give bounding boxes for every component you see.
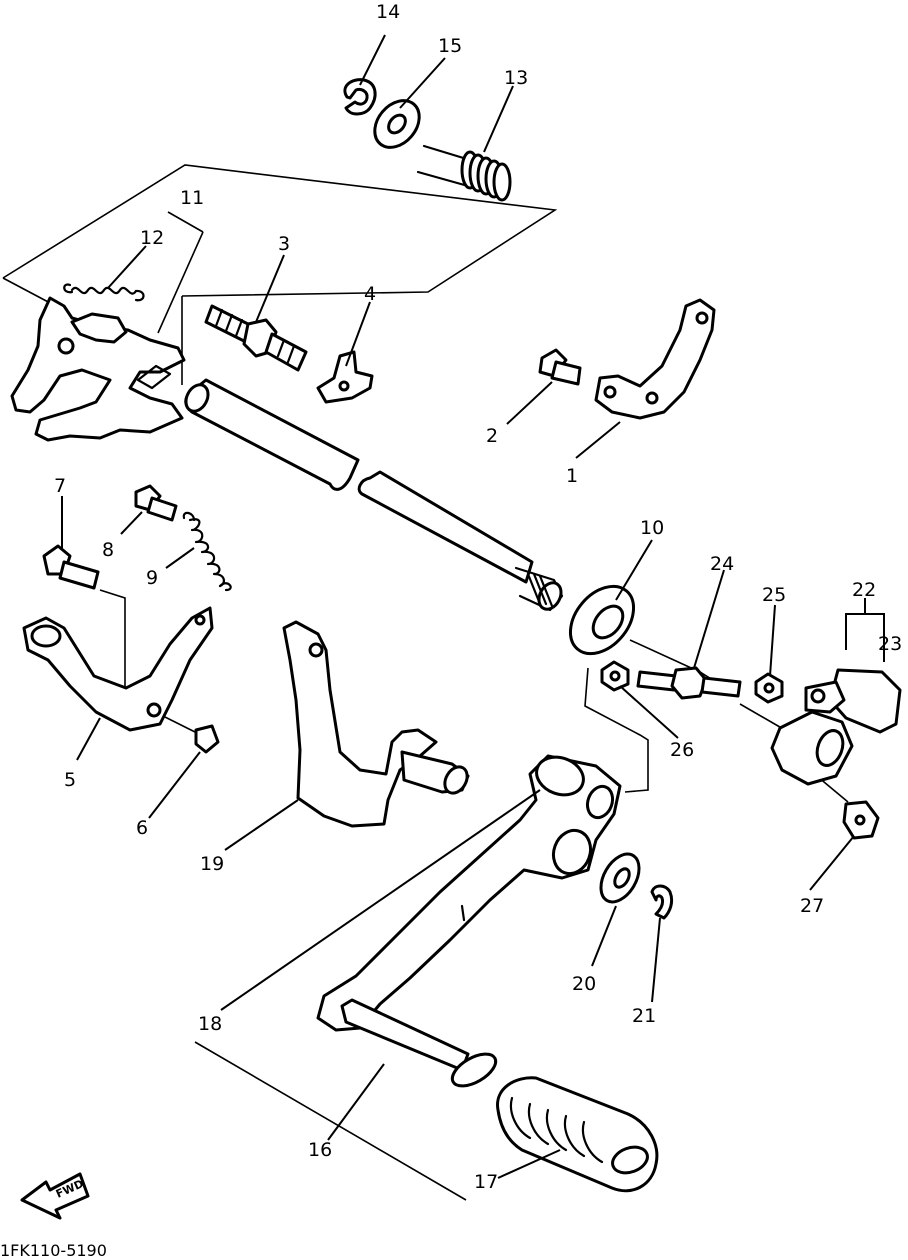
shift-arm-assembly-part-11 (10, 296, 186, 442)
document-code: 1FK110-5190 (0, 1241, 107, 1260)
rod-end-joint (770, 710, 854, 786)
callout-21: 21 (632, 1005, 656, 1027)
stud-bolt-part-3 (204, 304, 308, 372)
callout-25: 25 (762, 584, 786, 606)
callout-23: 23 (878, 633, 902, 655)
bolt-part-8 (134, 484, 178, 522)
circlip-part-21 (650, 884, 674, 920)
callout-17: 17 (474, 1171, 498, 1193)
callout-numbers: 1 2 3 4 5 6 7 8 9 10 11 12 13 14 15 16 1… (54, 1, 902, 1193)
nut-part-26 (600, 660, 630, 692)
callout-1: 1 (566, 465, 578, 487)
shift-lever-part-19 (282, 620, 470, 828)
callout-20: 20 (572, 973, 596, 995)
callout-11: 11 (180, 187, 204, 209)
callout-5: 5 (64, 769, 76, 791)
callout-19: 19 (200, 853, 224, 875)
callout-26: 26 (670, 739, 694, 761)
callout-22: 22 (852, 579, 876, 601)
bolt-part-27 (842, 800, 880, 840)
callout-13: 13 (504, 67, 528, 89)
callout-2: 2 (486, 425, 498, 447)
shift-shaft (184, 378, 564, 612)
callout-8: 8 (102, 539, 114, 561)
bolt-part-7 (42, 544, 100, 590)
callout-6: 6 (136, 817, 148, 839)
forward-arrow-icon: FWD (20, 1172, 90, 1220)
bolt-part-2 (538, 348, 582, 386)
callout-27: 27 (800, 895, 824, 917)
callout-16: 16 (308, 1139, 332, 1161)
callout-24: 24 (710, 553, 734, 575)
washer-part-20 (599, 852, 641, 904)
footpeg-rubber-part-17 (496, 1076, 659, 1193)
callout-3: 3 (278, 233, 290, 255)
tension-spring-part-12 (63, 283, 145, 302)
callout-9: 9 (146, 567, 158, 589)
plate-part-4 (316, 350, 374, 404)
callout-12: 12 (140, 227, 164, 249)
leader-lines (61, 34, 885, 1179)
shift-pedal-part-18 (316, 754, 622, 1032)
callout-14: 14 (376, 1, 400, 23)
callout-18: 18 (198, 1013, 222, 1035)
footrest-shaft-part-16 (340, 998, 498, 1088)
rod-end-part-22-23 (804, 668, 902, 734)
nut-part-25 (754, 672, 784, 704)
callout-7: 7 (54, 475, 66, 497)
coil-spring-part-9 (182, 511, 232, 592)
callout-10: 10 (640, 517, 664, 539)
bracket-part-1 (594, 298, 716, 420)
collar-part-6 (194, 724, 220, 754)
adjuster-bolt-part-24 (636, 666, 742, 700)
oil-seal-part-10 (568, 584, 636, 656)
callout-4: 4 (364, 283, 376, 305)
callout-15: 15 (438, 35, 462, 57)
arm-part-5 (22, 606, 214, 732)
torsion-spring-part-13 (416, 144, 512, 202)
washer-part-15 (373, 99, 421, 149)
